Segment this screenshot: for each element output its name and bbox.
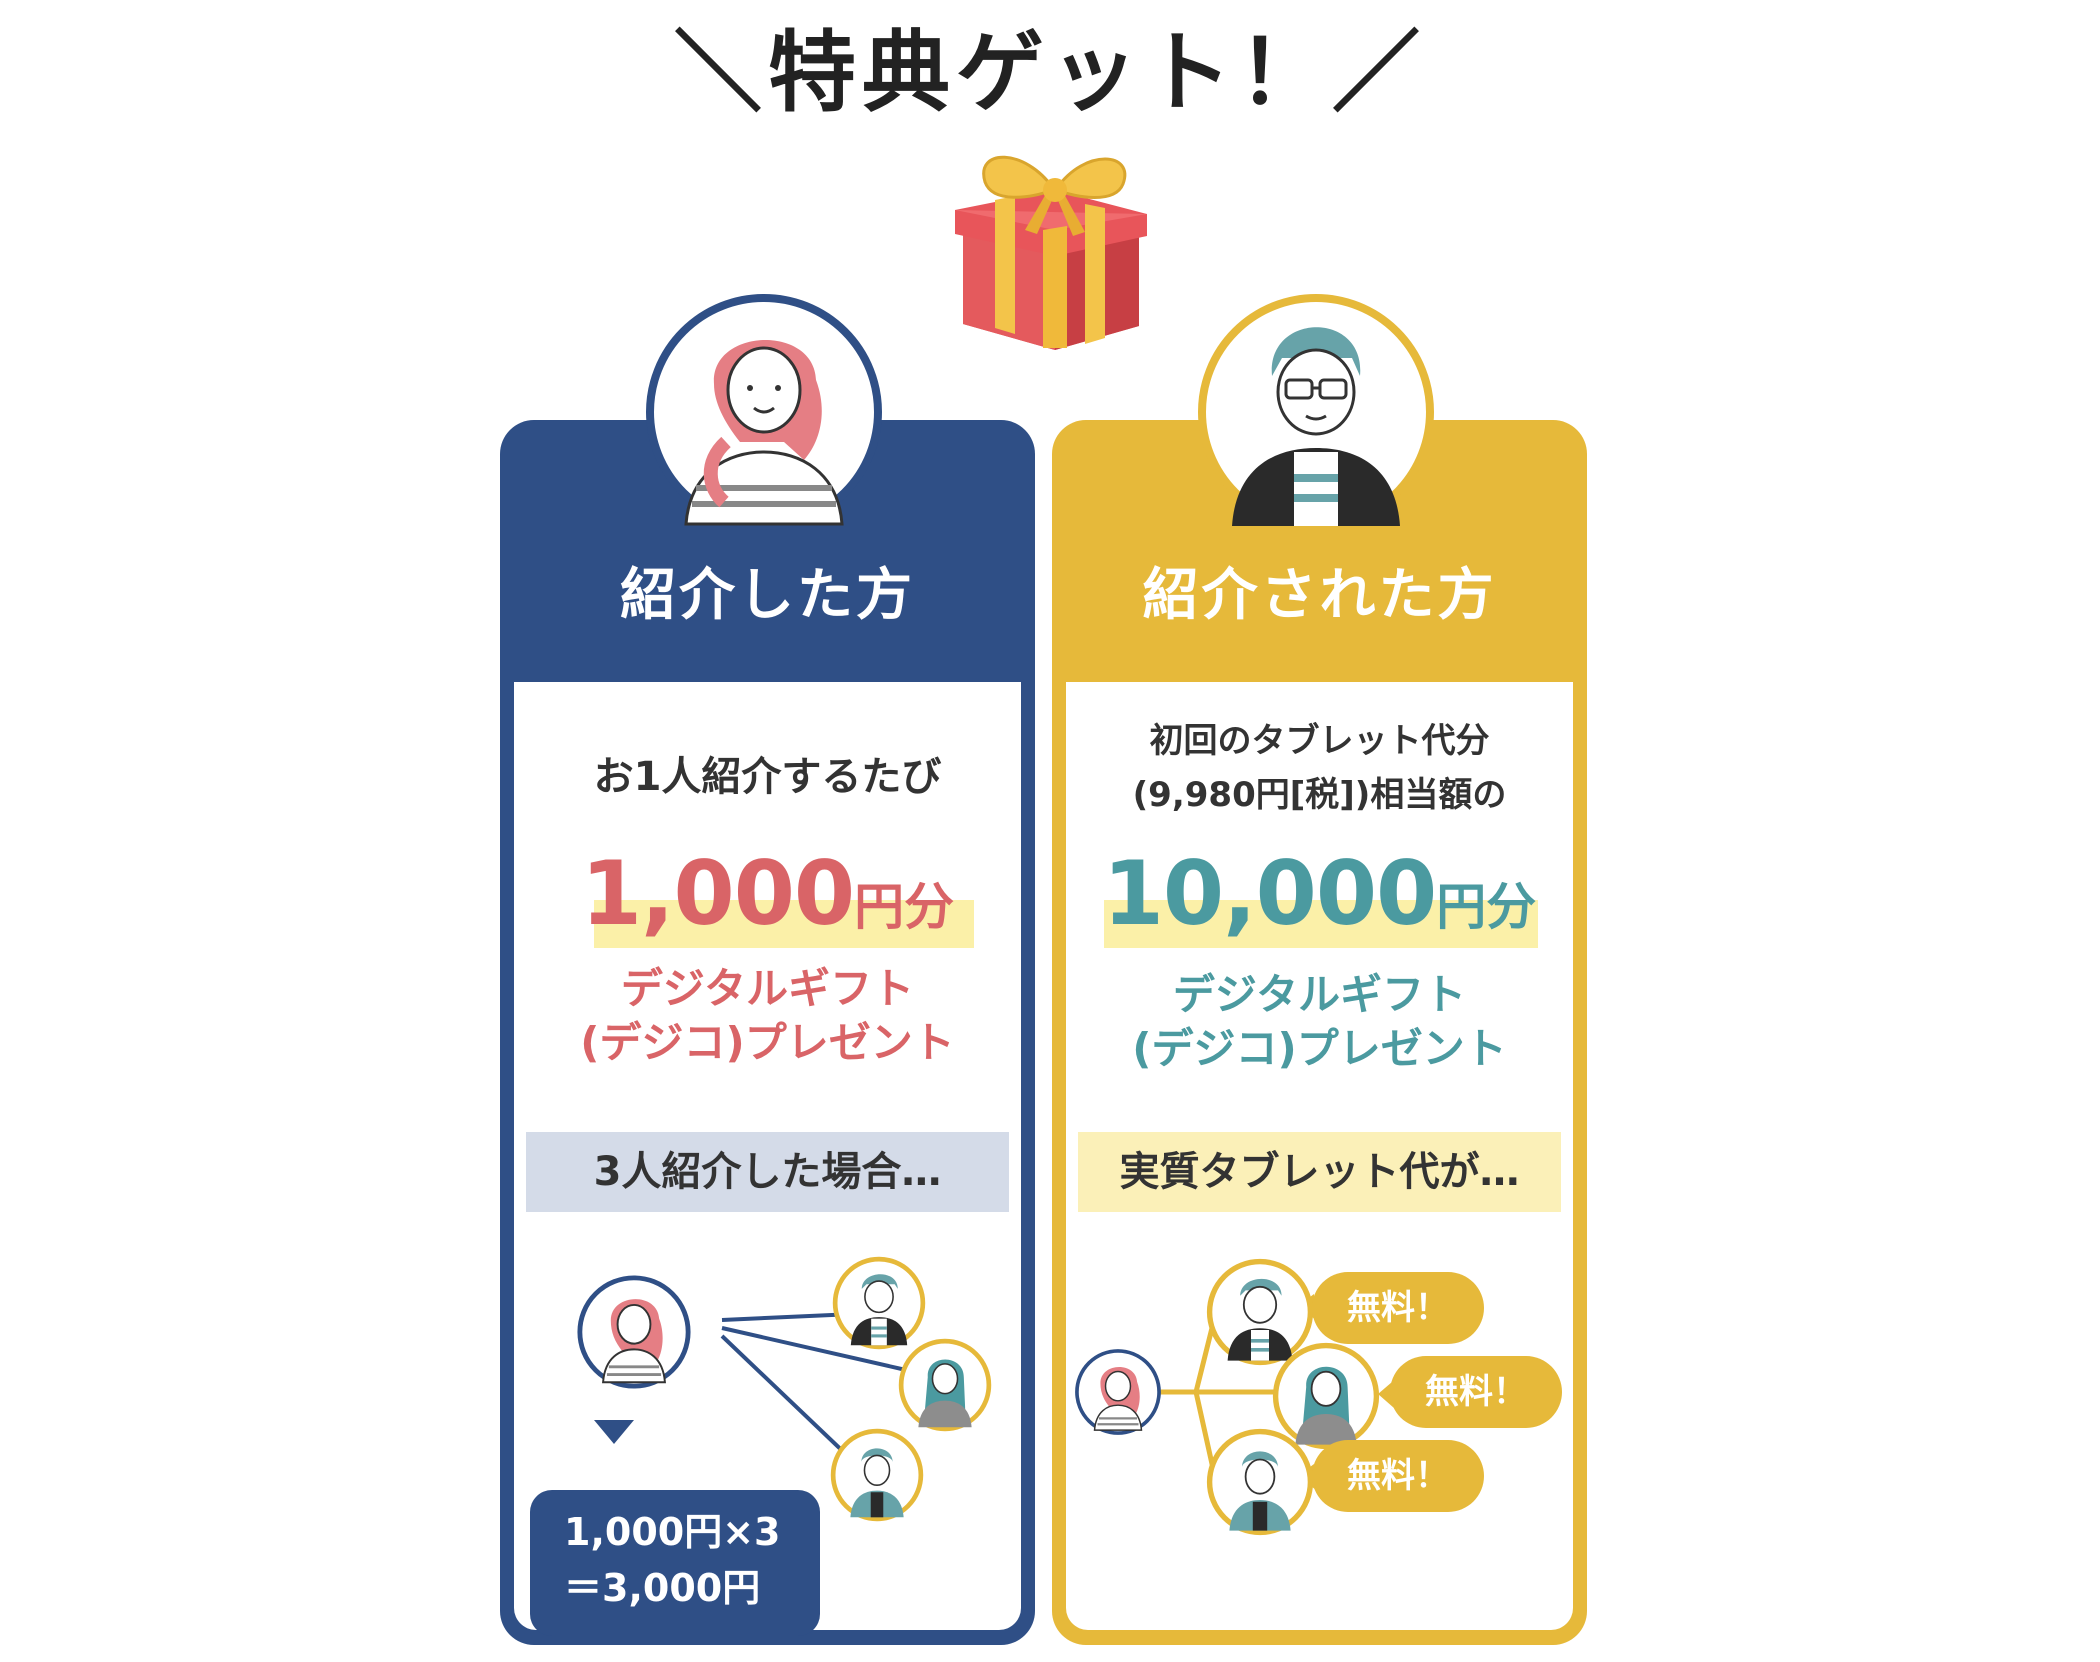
referrer-example-band: 3人紹介した場合… — [526, 1132, 1009, 1212]
referrer-card: 紹介した方 お1人紹介するたび 1,000円分 デジタルギフト (デジコ)プレゼ… — [500, 420, 1035, 1645]
referee-amount-value: 10,000 — [1102, 842, 1438, 945]
woman-avatar-icon-2 — [898, 1338, 992, 1432]
referrer-lead: お1人紹介するたび — [593, 754, 942, 800]
referee-card-body: 初回のタブレット代分 (9,980円[税])相当額の 10,000円分 デジタル… — [1066, 682, 1573, 1630]
woman-avatar-icon — [1075, 1349, 1161, 1435]
calc-line1: 1,000円×3 — [564, 1510, 781, 1554]
woman-avatar-icon — [646, 294, 882, 530]
referee-card-title: 紹介された方 — [1142, 563, 1497, 628]
referee-gift-line1: デジタルギフト — [1172, 970, 1467, 1019]
referee-amount: 10,000円分 — [1066, 842, 1573, 945]
referrer-amount: 1,000円分 — [514, 842, 1021, 945]
calculation-bubble: 1,000円×3 ＝3,000円 — [530, 1490, 820, 1636]
referrer-card-title: 紹介した方 — [620, 563, 915, 628]
referrer-diagram: 1,000円×3 ＝3,000円 — [514, 1242, 1021, 1636]
referrer-amount-value: 1,000 — [580, 842, 855, 945]
referee-gift-line2: (デジコ)プレゼント — [1132, 1024, 1507, 1073]
referee-card: 紹介された方 初回のタブレット代分 (9,980円[税])相当額の 10,000… — [1052, 420, 1587, 1645]
man-avatar-icon — [1206, 1258, 1314, 1366]
man-avatar-icon — [1198, 294, 1434, 530]
gift-box-icon — [955, 155, 1147, 350]
referee-lead-line2: (9,980円[税])相当額の — [1132, 775, 1507, 815]
referee-gift-text: デジタルギフト (デジコ)プレゼント — [1066, 968, 1573, 1076]
referee-diagram: 無料！ 無料！ 無料！ — [1066, 1242, 1573, 1622]
woman-avatar-icon-3 — [830, 1428, 924, 1522]
free-tag: 無料！ — [1390, 1356, 1562, 1428]
referrer-card-body: お1人紹介するたび 1,000円分 デジタルギフト (デジコ)プレゼント 3人紹… — [514, 682, 1021, 1636]
amount-highlight — [1104, 900, 1538, 948]
calc-line2: ＝3,000円 — [564, 1566, 761, 1610]
free-tag: 無料！ — [1312, 1440, 1484, 1512]
woman-avatar-icon-3 — [1206, 1428, 1314, 1536]
referee-lead: 初回のタブレット代分 (9,980円[税])相当額の — [1066, 714, 1573, 822]
referrer-gift-text: デジタルギフト (デジコ)プレゼント — [514, 962, 1021, 1070]
referrer-gift-line2: (デジコ)プレゼント — [580, 1018, 955, 1067]
referrer-amount-unit: 円分 — [854, 878, 955, 936]
referral-lines — [594, 1312, 907, 1462]
referrer-gift-line1: デジタルギフト — [620, 964, 915, 1013]
referee-lead-line1: 初回のタブレット代分 — [1149, 721, 1490, 761]
man-avatar-icon — [832, 1256, 926, 1350]
woman-avatar-icon — [577, 1275, 691, 1389]
referee-example-band: 実質タブレット代が… — [1078, 1132, 1561, 1212]
free-tag: 無料！ — [1312, 1272, 1484, 1344]
page-title: ＼特典ゲット！／ — [673, 21, 1426, 124]
referee-amount-unit: 円分 — [1436, 878, 1537, 936]
amount-highlight — [594, 900, 974, 948]
